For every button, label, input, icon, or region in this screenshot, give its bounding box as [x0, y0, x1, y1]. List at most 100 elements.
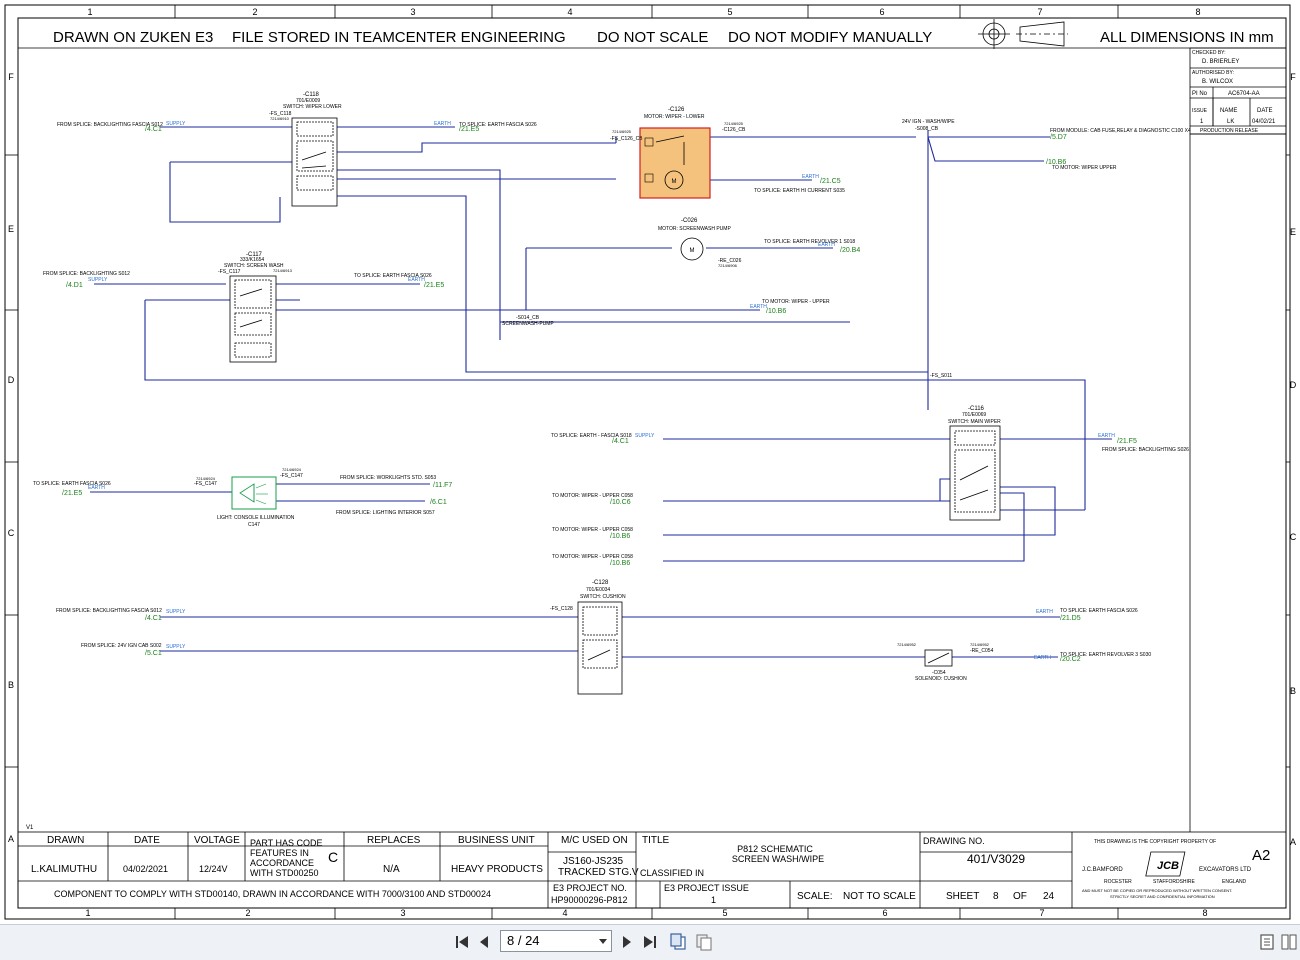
date-label: DATE	[1257, 108, 1273, 114]
c026-ref: -C026	[681, 218, 698, 224]
part-code-note: PART HAS CODE	[250, 838, 323, 848]
date-label: DATE	[134, 835, 160, 846]
col-label: 4	[562, 908, 567, 918]
c054-pin-left: 7214/6952	[897, 642, 917, 647]
town-1: ROCESTER	[1104, 879, 1132, 885]
ref-link: /21.E5	[62, 490, 82, 497]
date-value: 04/02/2021	[123, 864, 168, 874]
label-from-backlighting-fascia: FROM SPLICE: BACKLIGHTING FASCIA S012	[57, 122, 163, 128]
label-to-earth-fascia-s026-b: TO SPLICE: EARTH FASCIA S026	[1060, 608, 1138, 614]
sheet-label: SHEET	[946, 891, 979, 902]
wires	[90, 126, 1112, 658]
confidential-note: AND MUST NOT BE COPIED OR REPRODUCED WIT…	[1082, 888, 1232, 893]
part-code-letter: C	[328, 849, 338, 865]
col-label: 5	[727, 7, 732, 17]
switch-c128: -C128 701/E0034 SWITCH: CUSHION -FS_C128	[550, 580, 626, 695]
col-label: 3	[410, 7, 415, 17]
last-page-icon	[644, 936, 656, 948]
switch-c118: -C118 701/E0009 SWITCH: WIPER LOWER -FS_…	[269, 92, 342, 207]
mc-used-on-2: TRACKED STG.V	[558, 867, 639, 878]
title-line-2: SCREEN WASH/WIPE	[732, 854, 824, 864]
last-page-button[interactable]	[640, 931, 660, 953]
first-page-icon	[456, 936, 468, 948]
label-screenwash-pump: SCREENWASH-PUMP	[502, 321, 554, 327]
col-label: 6	[882, 908, 887, 918]
town-3: ENGLAND	[1222, 879, 1247, 885]
c147-name: LIGHT: CONSOLE ILLUMINATION	[217, 515, 295, 521]
ref-link: /11.F7	[433, 482, 452, 489]
c116-name: SWITCH: MAIN WIPER	[948, 419, 1001, 425]
col-label: 4	[567, 7, 572, 17]
c026-re: -RE_C026	[718, 258, 742, 264]
drawn-value: L.KALIMUTHU	[31, 864, 97, 875]
header-strip: DRAWN ON ZUKEN E3 FILE STORED IN TEAMCEN…	[53, 19, 1274, 49]
of-label: OF	[1013, 891, 1027, 902]
town-2: STAFFORDSHIRE	[1153, 879, 1196, 885]
col-label: 7	[1037, 7, 1042, 17]
ref-link: /4.C1	[612, 438, 629, 445]
label-to-earth-fascia-s018: TO SPLICE: EARTH - FASCIA S018	[551, 433, 632, 439]
ref-link: /4.C1	[145, 615, 162, 622]
c118-fs: -FS_C118	[269, 111, 292, 117]
previous-page-button[interactable]	[474, 931, 494, 953]
light-c147: LIGHT: CONSOLE ILLUMINATION C147 -FS_C14…	[194, 467, 303, 528]
ref-link: /4.C1	[145, 126, 162, 133]
c026-motor-symbol: M	[690, 248, 695, 254]
classified-label: CLASSIFIED IN	[640, 868, 704, 878]
sheet-size: A2	[1252, 847, 1270, 864]
c118-name: SWITCH: WIPER LOWER	[283, 104, 342, 110]
label-ign-wash-wipe: 24V IGN - WASH/WIPE	[902, 119, 955, 125]
c126-motor-symbol: M	[672, 179, 677, 185]
comply-note: COMPONENT TO COMPLY WITH STD00140, DRAWN…	[54, 889, 491, 899]
c054-pin: 7214/6952	[970, 642, 990, 647]
signal-supply: SUPPLY	[635, 433, 655, 439]
issue-label: ISSUE	[1192, 108, 1208, 114]
replaces-label: REPLACES	[367, 835, 421, 846]
page-view-icon	[670, 933, 686, 950]
sheet-value: 8	[993, 891, 999, 902]
c026-name: MOTOR: SCREENWASH PUMP	[658, 226, 731, 232]
row-label: C	[1290, 532, 1297, 542]
jcb-logo-text: JCB	[1157, 860, 1179, 872]
c026-pin: 7214/6906	[718, 263, 738, 268]
next-page-button[interactable]	[617, 931, 637, 953]
ref-link: /21.E5	[424, 282, 444, 289]
page-selector[interactable]: 8 / 24	[500, 930, 612, 952]
label-fs-s011: -FS_S011	[930, 373, 952, 379]
row-label: C	[8, 528, 15, 538]
header-dimensions: ALL DIMENSIONS IN mm	[1100, 29, 1274, 46]
scale-label: SCALE:	[797, 891, 833, 902]
label-to-motor-c058-2: TO MOTOR: WIPER - UPPER C058	[552, 527, 633, 533]
label-to-earth-fascia-s026-2: TO SPLICE: EARTH FASCIA S026	[354, 273, 432, 279]
scale-value: NOT TO SCALE	[843, 891, 916, 902]
ref-link: /21.C5	[820, 178, 841, 185]
first-page-button[interactable]	[452, 931, 472, 953]
pi-no-label: PI No	[1192, 91, 1208, 97]
row-label: B	[8, 680, 14, 690]
col-label: 5	[722, 908, 727, 918]
signal-earth: EARTH	[1034, 655, 1051, 661]
ref-link: /5.C1	[145, 650, 162, 657]
c126-fs: -FS_C126_CB	[610, 136, 643, 142]
ref-link: /10.B6	[610, 533, 630, 540]
row-label: B	[1290, 686, 1296, 696]
title-block: DRAWN L.KALIMUTHU DATE 04/02/2021 VOLTAG…	[17, 831, 1287, 909]
label-to-motor-wiper-upper: TO MOTOR: WIPER - UPPER	[762, 299, 830, 305]
single-page-view-button[interactable]	[1257, 931, 1277, 953]
ref-link: /10.B6	[610, 560, 630, 567]
label-to-earth-fascia-s026: TO SPLICE: EARTH FASCIA S026	[459, 122, 537, 128]
zoom-in-page-button[interactable]	[668, 931, 688, 953]
checked-by-label: CHECKED BY:	[1192, 50, 1226, 56]
zoom-out-page-button[interactable]	[694, 931, 714, 953]
c147-fs: -FS_C147	[194, 481, 217, 487]
col-label: 1	[85, 908, 90, 918]
col-label: 1	[87, 7, 92, 17]
col-label: 8	[1202, 908, 1207, 918]
c118-part: 701/E0009	[296, 98, 320, 104]
company-left: J.C.BAMFORD	[1082, 867, 1123, 873]
col-label: 8	[1195, 7, 1200, 17]
label-to-motor-wiper-upper-2: TO MOTOR: WIPER UPPER	[1052, 165, 1117, 171]
signal-earth: EARTH	[408, 277, 425, 283]
two-page-view-button[interactable]	[1279, 931, 1299, 953]
row-label: E	[1290, 227, 1296, 237]
